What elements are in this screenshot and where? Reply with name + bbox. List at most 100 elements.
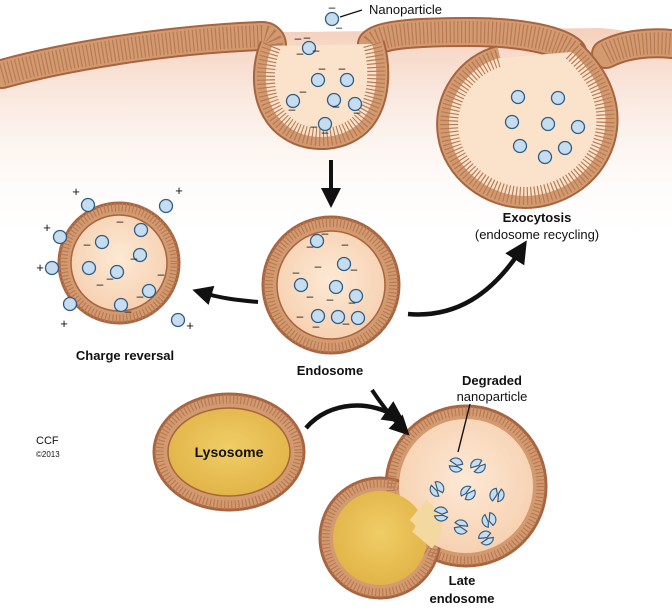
nanoparticle	[80, 197, 96, 213]
positive-charge: +	[43, 220, 51, 235]
nanoparticle	[293, 277, 309, 293]
negative-charge: –	[327, 292, 334, 306]
negative-charge: –	[343, 316, 350, 330]
arrow-endosome-to-charge-reversal	[192, 285, 259, 306]
degraded-fragment	[448, 457, 464, 473]
nanoparticle	[512, 138, 528, 154]
nanoparticle	[133, 222, 149, 238]
negative-charge: –	[342, 237, 349, 251]
nanoparticle	[570, 119, 586, 135]
arrow-endosome-to-exocytosis	[407, 240, 527, 317]
degraded-fragment	[481, 512, 497, 528]
positive-charge: +	[36, 260, 44, 275]
negative-charge: –	[297, 309, 304, 323]
nanoparticle	[309, 233, 325, 249]
nanoparticle	[510, 89, 526, 105]
negative-charge: –	[351, 262, 358, 276]
late-endosome	[318, 404, 548, 600]
leader-nanoparticle	[339, 9, 363, 18]
negative-charge: –	[329, 0, 336, 14]
label-degraded-line2: nanoparticle	[457, 389, 528, 404]
negative-charge: –	[300, 84, 307, 98]
lysosome	[152, 392, 306, 512]
nanoparticle	[52, 229, 68, 245]
negative-charge: –	[107, 271, 114, 285]
nanoparticle	[310, 308, 326, 324]
nanoparticle	[339, 72, 355, 88]
negative-charge: –	[289, 102, 296, 116]
nanoparticle	[109, 264, 125, 280]
nanoparticle	[141, 283, 157, 299]
credit-year: ©2013	[36, 450, 60, 459]
credit-ccf: CCF	[36, 435, 59, 447]
positive-charge: +	[60, 316, 68, 331]
nanoparticle	[328, 279, 344, 295]
label-late-endosome-line1: Late	[449, 573, 476, 588]
positive-charge: +	[175, 183, 183, 198]
nanoparticle	[504, 114, 520, 130]
negative-charge: –	[293, 265, 300, 279]
negative-charge: –	[315, 259, 322, 273]
negative-charge: –	[125, 304, 132, 318]
label-exocytosis-sub: (endosome recycling)	[475, 227, 599, 242]
surface-charges-layer: ––––––––––––––––––––––++++++––––––––––––	[36, 0, 360, 333]
nanoparticle	[540, 116, 556, 132]
negative-charge: –	[117, 214, 124, 228]
nanoparticle	[537, 149, 553, 165]
negative-charge: –	[313, 43, 320, 57]
degraded-fragment	[453, 519, 469, 535]
degraded-fragment	[433, 506, 449, 522]
nanoparticles-layer	[44, 11, 586, 328]
negative-charge: –	[304, 30, 311, 44]
negative-charge: –	[354, 105, 361, 119]
nanoparticle	[347, 96, 363, 112]
nanoparticle	[62, 296, 78, 312]
negative-charge: –	[137, 289, 144, 303]
nanoparticle	[81, 260, 97, 276]
nanoparticle	[557, 140, 573, 156]
negative-charge: –	[322, 125, 329, 139]
pathway-arrows	[192, 9, 527, 453]
degraded-fragments-layer	[429, 457, 505, 546]
nanoparticle	[113, 297, 129, 313]
nanoparticle	[94, 234, 110, 250]
degraded-fragment	[460, 485, 476, 501]
nanoparticle	[301, 40, 317, 56]
leader-degraded	[457, 403, 471, 453]
negative-charge: –	[322, 226, 329, 240]
negative-charge: –	[84, 237, 91, 251]
nanoparticle	[348, 288, 364, 304]
label-endosome: Endosome	[297, 363, 363, 378]
nanoparticle	[285, 93, 301, 109]
degraded-fragment	[429, 481, 445, 497]
nanoparticle	[170, 312, 186, 328]
nanoparticle	[330, 309, 346, 325]
degraded-fragment	[478, 530, 494, 546]
label-nanoparticle: Nanoparticle	[369, 2, 442, 17]
nanoparticle	[158, 198, 174, 214]
negative-charge: –	[319, 61, 326, 75]
negative-charge: –	[349, 295, 356, 309]
label-charge-reversal: Charge reversal	[76, 348, 174, 363]
nanoparticle	[550, 90, 566, 106]
positive-charge: +	[186, 318, 194, 333]
nanoparticle	[326, 92, 342, 108]
negative-charge: –	[131, 251, 138, 265]
label-late-endosome-line2: endosome	[429, 591, 494, 606]
nanoparticle	[336, 256, 352, 272]
positive-charge: +	[72, 184, 80, 199]
label-degraded-line1: Degraded	[462, 373, 522, 388]
label-lysosome: Lysosome	[195, 444, 264, 460]
negative-charge: –	[311, 119, 318, 133]
negative-charge: –	[307, 289, 314, 303]
degraded-fragment	[470, 458, 486, 474]
negative-charge: –	[307, 239, 314, 253]
degraded-fragment	[489, 487, 505, 503]
nanoparticle	[44, 260, 60, 276]
nanoparticle	[132, 247, 148, 263]
negative-charge: –	[297, 46, 304, 60]
negative-charge: –	[313, 319, 320, 333]
negative-charge: –	[333, 99, 340, 113]
nanoparticle	[350, 310, 366, 326]
